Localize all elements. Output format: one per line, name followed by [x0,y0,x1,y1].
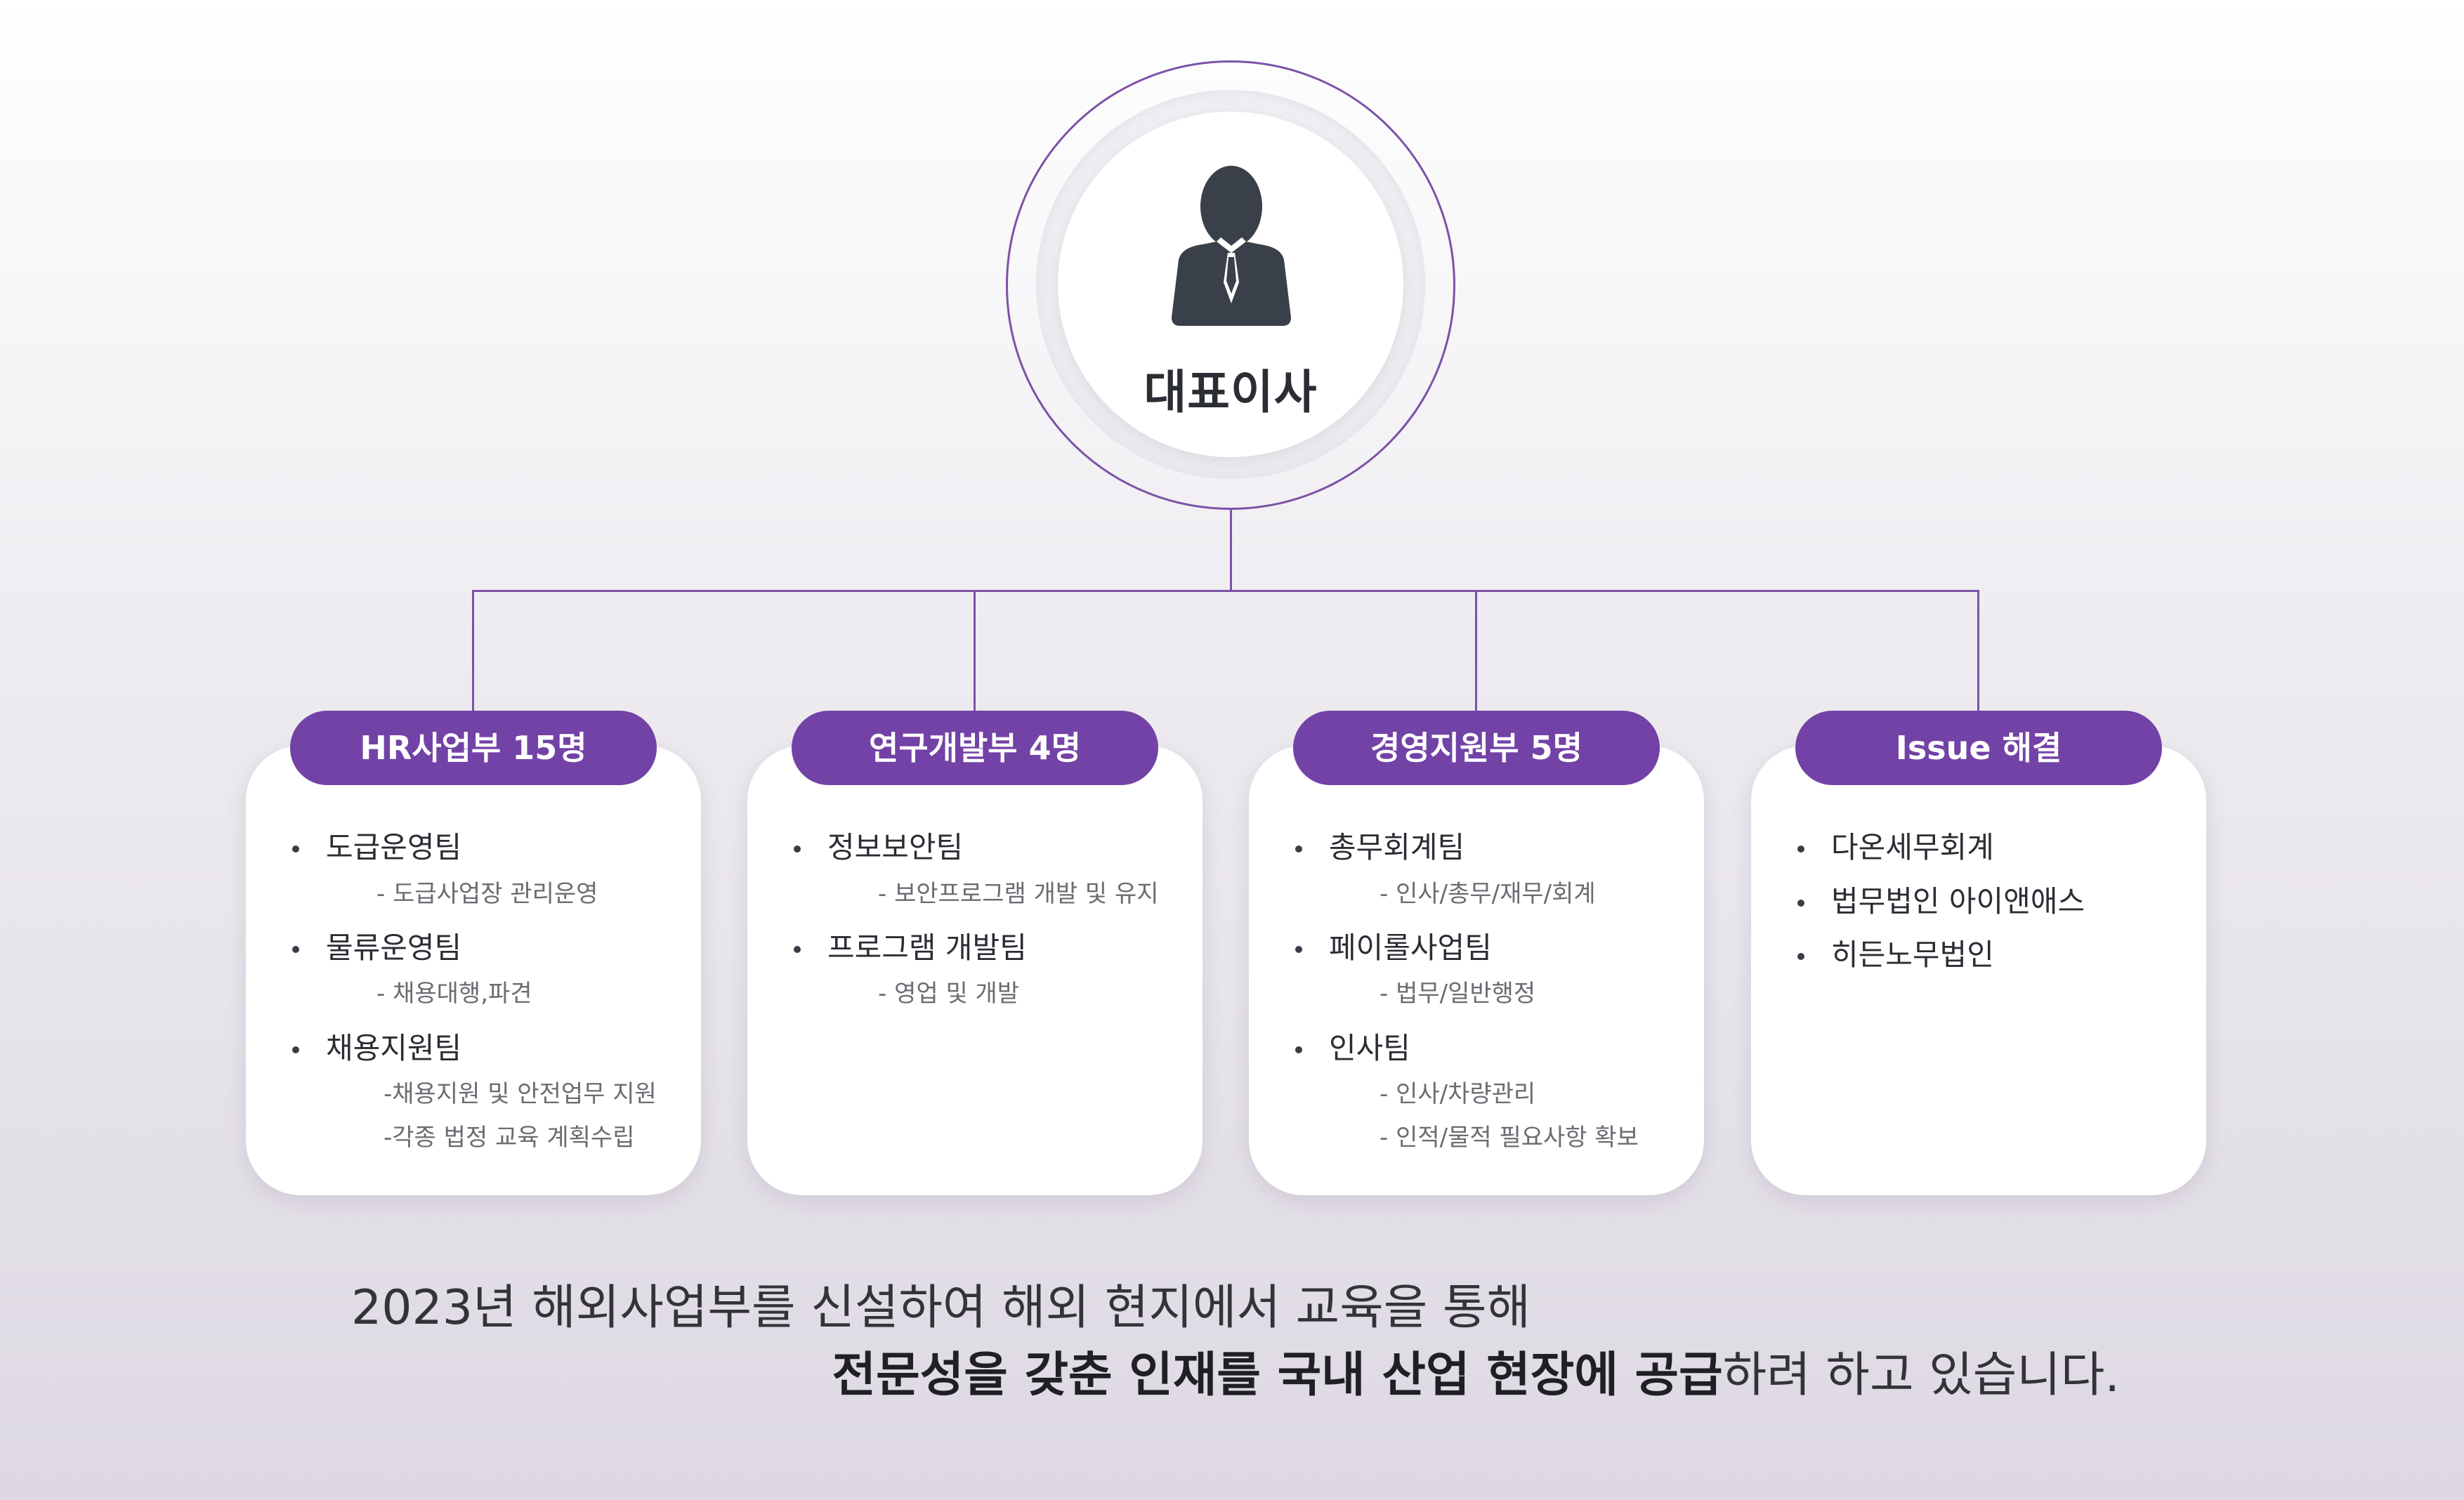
team-detail: - 영업 및 개발 [878,980,1020,1008]
team-detail: -각종 법정 교육 계획수립 [384,1124,635,1152]
ceo-label: 대표이사 [1143,365,1318,419]
statement-rest: 하려 하고 있습니다. [1722,1348,2120,1403]
partner-name: 히든노무법인 [1793,936,2164,975]
partner-name: 다온세무회계 [1793,829,2164,867]
connector-dept-2 [974,590,976,712]
department-title-hr: HR사업부 15명 [290,711,657,785]
connector-dept-1 [472,590,474,712]
statement-highlight: 전문성을 갖춘 인재를 국내 산업 현장에 공급 [832,1348,1723,1403]
connector-horizontal-bus [472,590,1979,592]
team-detail: -채용지원 및 안전업무 지원 [384,1080,657,1109]
team-detail: - 인사/차량관리 [1380,1080,1536,1109]
department-title-management: 경영지원부 5명 [1293,711,1660,785]
team-name: 총무회계팀 [1291,829,1662,867]
team-name: 프로그램 개발팀 [789,929,1160,968]
statement-line-1: 2023년 해외사업부를 신설하여 해외 현지에서 교육을 통해 [351,1280,1531,1336]
department-title-issue: Issue 해결 [1795,711,2162,785]
team-detail: - 도급사업장 관리운영 [376,879,598,908]
department-card-management: 총무회계팀 - 인사/총무/재무/회계 페이롤사업팀 - 법무/일반행정 인사팀… [1249,746,1704,1195]
team-detail: - 인사/총무/재무/회계 [1380,879,1596,908]
partner-name: 법무법인 아이앤애스 [1793,883,2164,921]
team-name: 정보보안팀 [789,829,1160,867]
department-card-hr: 도급운영팀 - 도급사업장 관리운영 물류운영팀 - 채용대행,파견 채용지원팀… [246,746,701,1195]
department-card-issue: 다온세무회계 법무법인 아이앤애스 히든노무법인 [1751,746,2206,1195]
team-detail: - 보안프로그램 개발 및 유지 [878,879,1159,908]
team-name: 도급운영팀 [288,829,659,867]
team-name: 채용지원팀 [288,1029,659,1068]
team-detail: - 법무/일반행정 [1380,980,1536,1008]
businessman-icon [1172,166,1291,326]
connector-dept-4 [1977,590,1979,712]
connector-dept-3 [1475,590,1477,712]
ceo-outer-ring [1006,60,1455,510]
team-name: 인사팀 [1291,1029,1662,1068]
department-title-rnd: 연구개발부 4명 [792,711,1158,785]
team-name: 물류운영팀 [288,929,659,968]
team-name: 페이롤사업팀 [1291,929,1662,968]
team-detail: - 채용대행,파견 [376,980,532,1008]
connector-ceo-stem [1230,510,1232,591]
statement-line-2: 전문성을 갖춘 인재를 국내 산업 현장에 공급하려 하고 있습니다. [832,1336,2120,1405]
team-detail: - 인적/물적 필요사항 확보 [1380,1124,1639,1152]
department-card-rnd: 정보보안팀 - 보안프로그램 개발 및 유지 프로그램 개발팀 - 영업 및 개… [747,746,1202,1195]
